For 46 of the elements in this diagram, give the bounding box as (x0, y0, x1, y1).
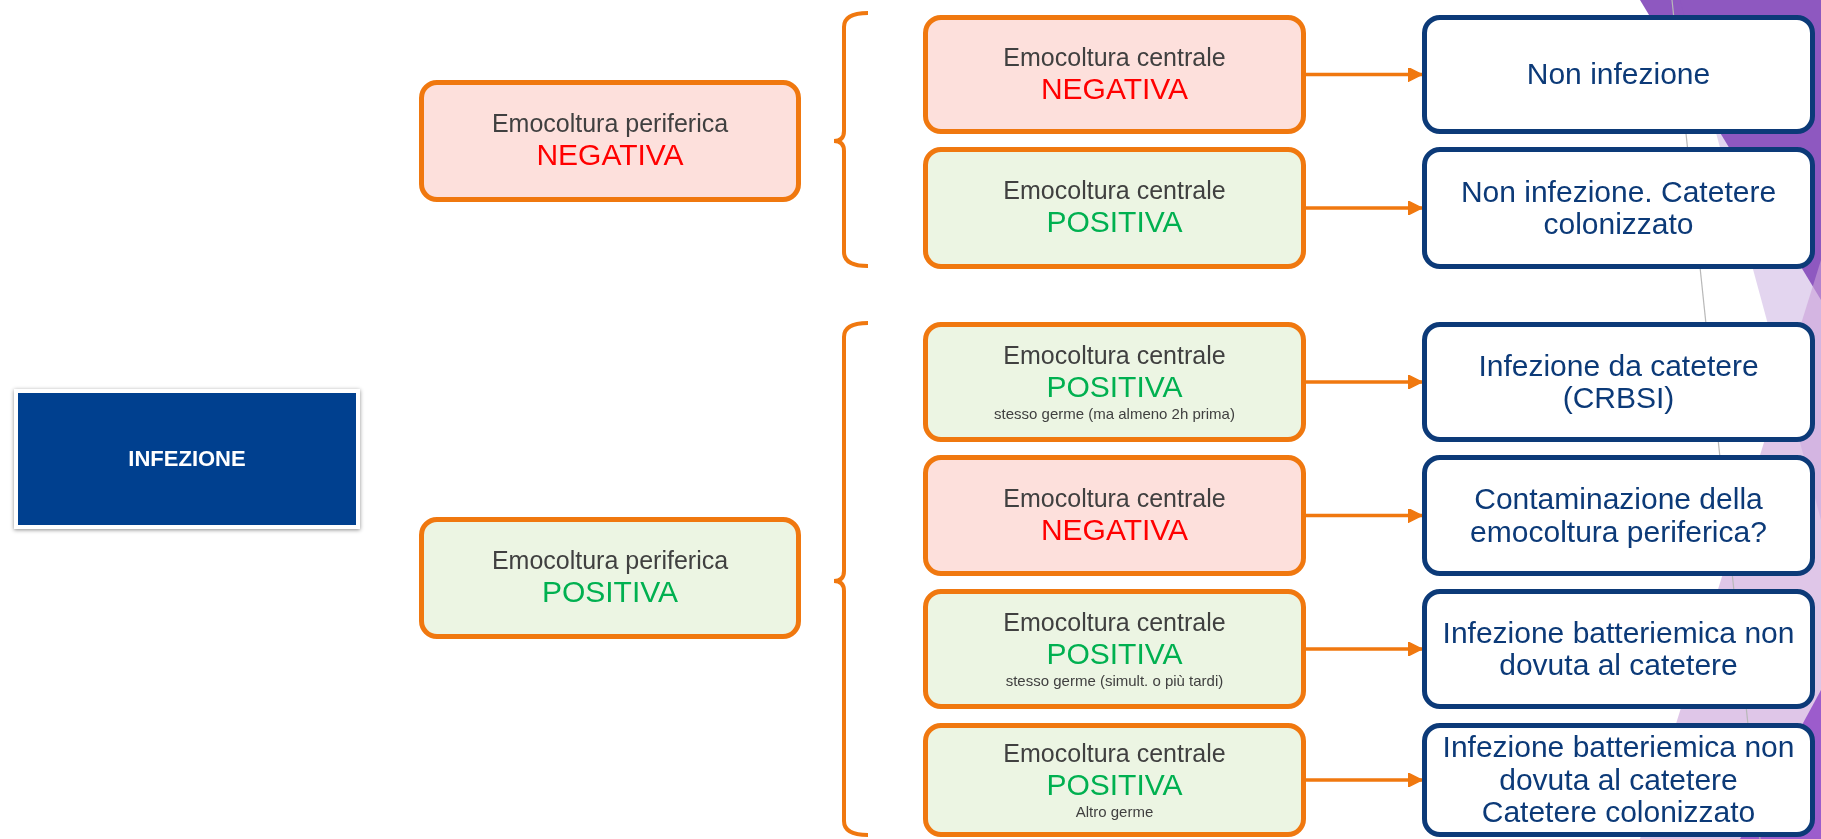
topic-title: INFEZIONE (128, 446, 246, 472)
result-label: POSITIVA (1046, 205, 1183, 240)
result-label: POSITIVA (541, 575, 679, 610)
arrow (1306, 66, 1423, 83)
test-label: Emocoltura centrale (1003, 176, 1226, 206)
test-box (923, 455, 1306, 576)
result-label: POSITIVA (1046, 370, 1183, 405)
test-box (923, 723, 1306, 837)
test-label: Emocoltura periferica (491, 109, 729, 139)
outcome-text: Non infezione (1525, 58, 1712, 91)
outcome-text: Contaminazione della emocoltura periferica? (1469, 483, 1768, 548)
test-box (923, 15, 1306, 134)
test-label: Emocoltura centrale (1003, 739, 1226, 769)
outcome-box (1422, 455, 1815, 576)
result-label: POSITIVA (1046, 637, 1183, 672)
test-label: Emocoltura centrale (1003, 608, 1226, 638)
outcome-box (1422, 147, 1815, 269)
result-label: POSITIVA (1046, 768, 1183, 803)
test-box (923, 589, 1306, 709)
outcome-box (1422, 322, 1815, 442)
test-label: Emocoltura centrale (1003, 42, 1226, 72)
test-box (923, 322, 1306, 442)
result-label: NEGATIVA (1040, 512, 1189, 548)
test-box (419, 517, 801, 639)
test-label: Emocoltura centrale (1003, 341, 1226, 371)
outcome-box (1422, 15, 1815, 134)
outcome-text: Infezione batteriemica non dovuta al catetere Catetere colonizzato (1441, 731, 1796, 829)
arrow (1306, 507, 1423, 524)
outcome-text: Infezione da catetere (CRBSI) (1477, 349, 1760, 415)
note-text: stesso germe (ma almeno 2h prima) (994, 404, 1235, 423)
note-text: Altro germe (1075, 802, 1154, 821)
arrow (1306, 200, 1423, 216)
test-box (419, 80, 801, 202)
test-label: Emocoltura centrale (1003, 483, 1226, 513)
test-label: Emocoltura periferica (491, 546, 729, 576)
arrow (1306, 374, 1423, 390)
arrow (1306, 772, 1423, 788)
note-text: stesso germe (simult. o più tardi) (1005, 671, 1224, 690)
test-box (923, 147, 1306, 269)
result-label: NEGATIVA (1040, 71, 1189, 107)
arrow (1306, 641, 1423, 657)
outcome-text: Infezione batteriemica non dovuta al catetere (1441, 616, 1796, 682)
result-label: NEGATIVA (536, 138, 684, 173)
outcome-box (1422, 723, 1815, 837)
outcome-text: Non infezione. Catetere colonizzato (1459, 175, 1778, 241)
outcome-box (1422, 589, 1815, 709)
